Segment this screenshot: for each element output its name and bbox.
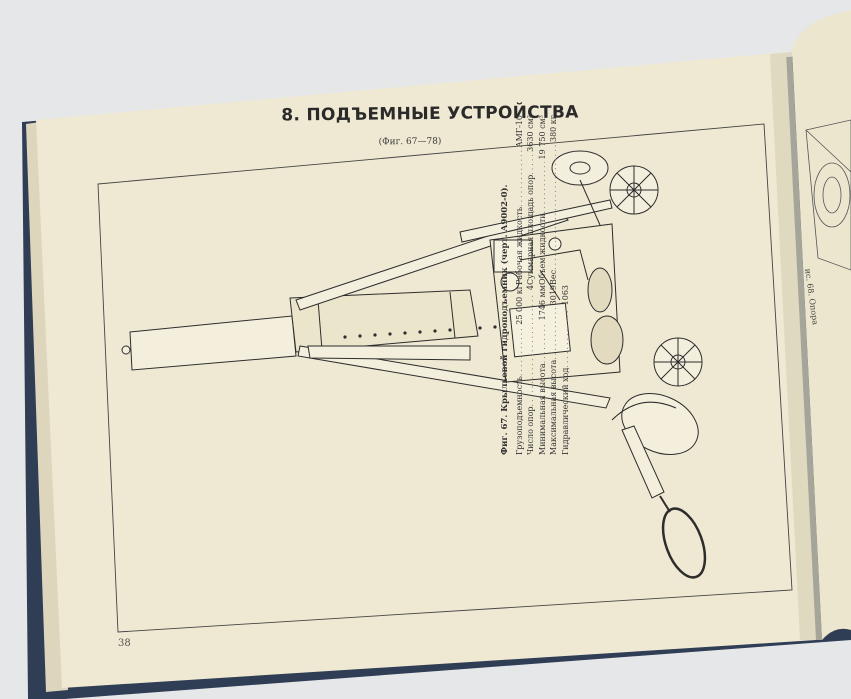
spec-value: 4: [526, 285, 535, 291]
gutter-shadow: [770, 52, 822, 640]
spec-value: 3019: [549, 285, 558, 306]
leader-dots: [548, 145, 560, 270]
spec-label: Максимальная высота: [549, 359, 558, 455]
figure-frame: [97, 123, 793, 633]
spec-label: Суммарная площадь опор: [526, 174, 535, 285]
spec-label: Рабочая жидкость: [514, 206, 524, 285]
leader-dots: [560, 308, 572, 367]
spec-value: 3630 см²: [526, 115, 535, 152]
spec-row: Гидравлический ход 1063: [560, 115, 572, 455]
leader-dots: [514, 150, 526, 206]
spec-label: Минимальная высота: [537, 363, 547, 455]
spec-label: Вес: [549, 269, 558, 285]
leader-dots: [537, 323, 549, 363]
spec-value: АМГ-10: [514, 115, 524, 148]
leader-dots: [525, 155, 537, 175]
spec-row: Число опор 4 Суммарная площадь опор 3630…: [525, 115, 537, 455]
spec-value: 380 кг: [549, 115, 558, 143]
spec-value: 1746 мм: [537, 285, 547, 321]
page-number: 38: [118, 638, 131, 649]
adjacent-page-illustration: [805, 119, 851, 271]
spec-row: Грузоподъемность 25 000 кг Рабочая жидко…: [514, 115, 526, 455]
spec-value: 19 750 см³: [537, 115, 547, 160]
spec-label: Гидравлический ход: [560, 367, 570, 455]
spec-row: Максимальная высота 3019 Вес 380 кг: [548, 115, 560, 455]
leader-dots: [537, 162, 549, 213]
page-subtitle: (Фиг. 67—78): [378, 136, 442, 148]
right-page: [792, 10, 851, 640]
spec-label: Объем жидкости: [537, 213, 547, 285]
figure-caption-title: Фиг. 67. Крыльевой гидроподъемник (черт.…: [500, 184, 510, 455]
spec-label: Грузоподъемность: [514, 376, 524, 455]
leader-dots: [548, 308, 560, 359]
leader-dots: [525, 293, 537, 406]
leader-dots: [514, 328, 526, 376]
spec-value: 1063: [560, 285, 570, 306]
figure-caption: Фиг. 67. Крыльевой гидроподъемник (черт.…: [500, 115, 650, 455]
spec-label: Число опор: [526, 406, 535, 455]
spec-value: 25 000 кг: [514, 285, 524, 325]
spec-row: Минимальная высота 1746 мм Объем жидкост…: [537, 115, 549, 455]
